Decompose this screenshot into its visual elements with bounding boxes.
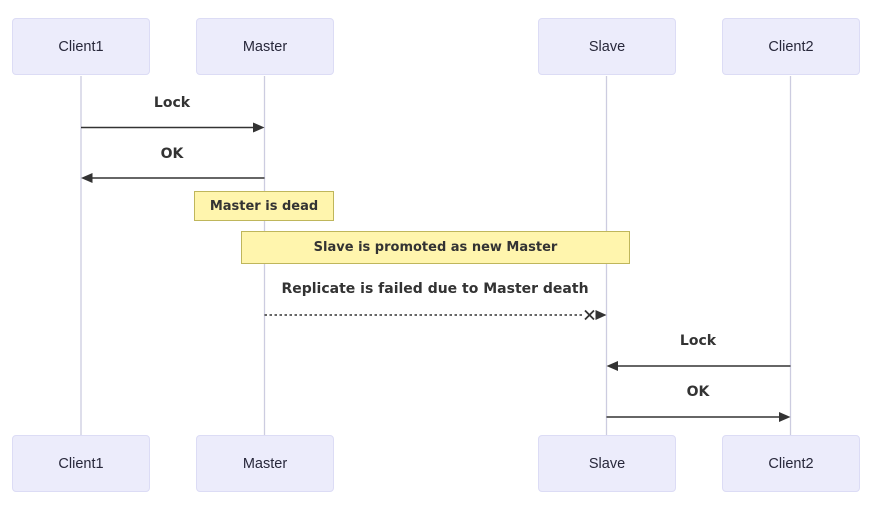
note-slave-promoted: Slave is promoted as new Master <box>241 231 630 264</box>
arrowhead-ok-1 <box>81 173 93 183</box>
note-text-slave-promoted: Slave is promoted as new Master <box>313 240 558 255</box>
actor-label-slave-bottom: Slave <box>588 455 626 472</box>
actor-box-master-bottom: Master <box>196 435 334 492</box>
arrowhead-replicate <box>595 310 607 320</box>
note-text-master-is-dead: Master is dead <box>209 198 319 214</box>
actor-box-slave-bottom: Slave <box>538 435 676 492</box>
note-master-is-dead: Master is dead <box>194 191 334 221</box>
actor-box-client1-bottom: Client1 <box>12 435 150 492</box>
actor-label-client1-top: Client1 <box>58 38 104 55</box>
actor-box-client2-bottom: Client2 <box>722 435 860 492</box>
cross-mark-stroke2 <box>584 309 595 321</box>
actor-label-master-bottom: Master <box>242 455 288 472</box>
actor-box-slave-top: Slave <box>538 18 676 75</box>
actor-label-client2-top: Client2 <box>768 38 814 55</box>
arrowhead-ok-2 <box>779 412 791 422</box>
arrowhead-lock-1 <box>253 122 265 133</box>
message-label-lock-2: Lock <box>679 333 717 349</box>
arrowhead-lock-2 <box>606 361 618 371</box>
cross-mark-stroke1 <box>584 309 595 321</box>
message-label-replicate-failed: Replicate is failed due to Master death <box>281 281 589 297</box>
actor-label-slave-top: Slave <box>588 38 626 55</box>
message-label-lock-1: Lock <box>153 95 191 111</box>
actor-label-client1-bottom: Client1 <box>58 455 104 472</box>
actor-label-client2-bottom: Client2 <box>768 455 814 472</box>
message-label-ok-1: OK <box>160 146 184 162</box>
actor-label-master-top: Master <box>242 38 288 55</box>
actor-box-master-top: Master <box>196 18 334 75</box>
message-label-ok-2: OK <box>686 384 710 400</box>
actor-box-client2-top: Client2 <box>722 18 860 75</box>
actor-box-client1-top: Client1 <box>12 18 150 75</box>
